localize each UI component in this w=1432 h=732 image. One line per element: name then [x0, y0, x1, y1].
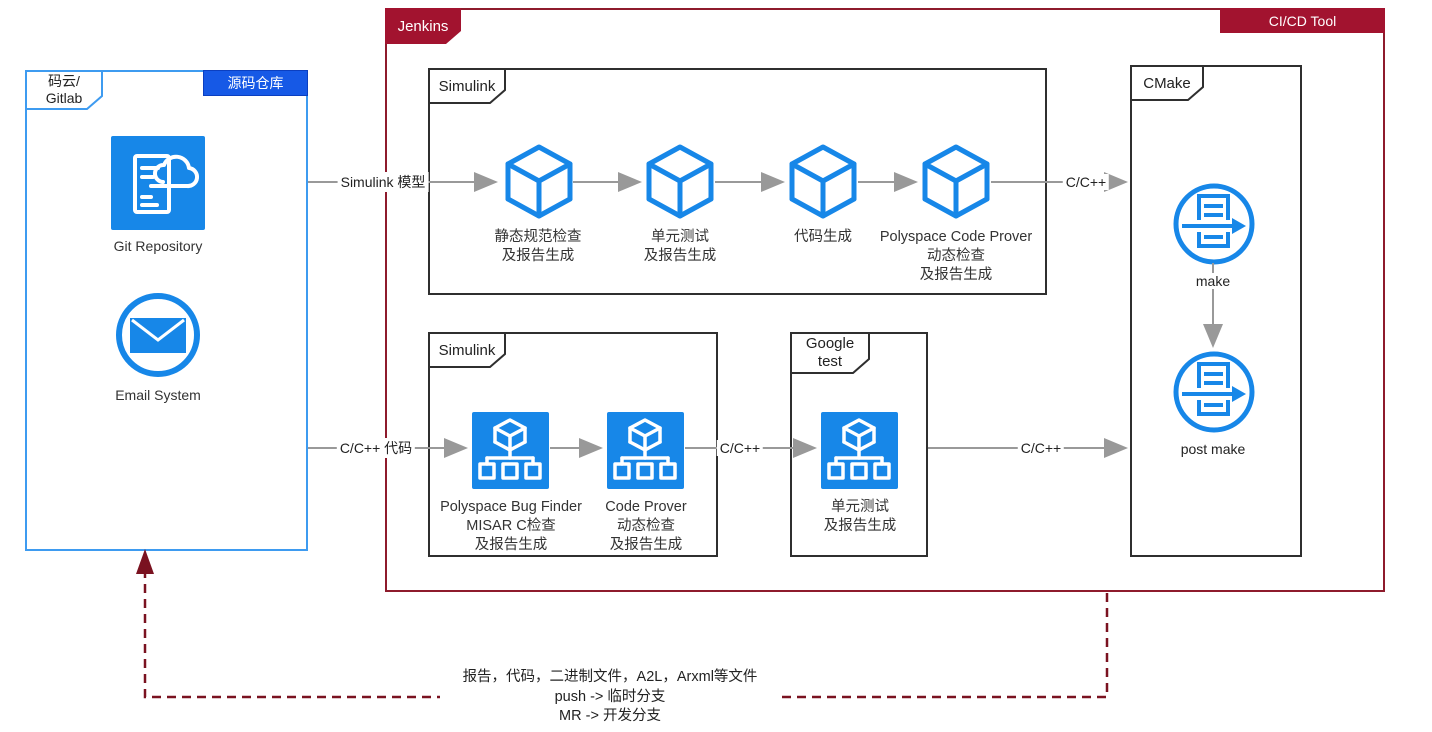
- feedback-arrowhead: [136, 549, 154, 574]
- deploy-tree-icon: [472, 412, 549, 489]
- step-label: 单元测试 及报告生成: [643, 229, 717, 264]
- git-repository-label: Git Repository: [113, 238, 203, 254]
- email-icon: [115, 292, 201, 378]
- arrow-label-cpp-mid: C/C++: [716, 440, 764, 456]
- jenkins-tab: Jenkins: [385, 8, 461, 44]
- deploy-tree-icon: [821, 412, 898, 489]
- simulink-bottom-tab-label: Simulink: [438, 341, 496, 359]
- simulink-bottom-tab: Simulink: [428, 332, 506, 368]
- email-system-label: Email System: [115, 387, 201, 403]
- git-repository-icon: [111, 136, 205, 230]
- make-process-icon: [1172, 182, 1256, 271]
- cube-icon: [788, 143, 858, 226]
- cmake-tab-label: CMake: [1143, 74, 1191, 92]
- cube-icon: [504, 143, 574, 226]
- cube-icon: [645, 143, 715, 226]
- source-repo-tag: 源码仓库: [203, 70, 308, 96]
- google-test-tab: Google test: [790, 332, 870, 374]
- cmake-tab: CMake: [1130, 65, 1204, 101]
- arrow-label-cpp-code: C/C++ 代码: [336, 438, 416, 458]
- make-label: make: [1192, 273, 1234, 289]
- cmake-box: [1130, 65, 1302, 557]
- feedback-annotation: 报告，代码，二进制文件，A2L，Arxml等文件 push -> 临时分支 MR…: [440, 668, 780, 727]
- step-label: 代码生成: [794, 229, 852, 245]
- source-repo-tab-label: 码云/ Gitlab: [45, 73, 83, 106]
- post-make-label: post make: [1177, 441, 1249, 457]
- cube-icon: [921, 143, 991, 226]
- simulink-top-tab-label: Simulink: [438, 77, 496, 95]
- google-test-tab-label: Google test: [805, 335, 855, 370]
- step-label: 静态规范检查 及报告生成: [494, 229, 582, 264]
- deploy-tree-icon: [607, 412, 684, 489]
- cicd-tool-tag: CI/CD Tool: [1220, 8, 1385, 33]
- step-label: 单元测试 及报告生成: [823, 499, 897, 534]
- jenkins-tab-label: Jenkins: [397, 17, 449, 35]
- step-label: Polyspace Code Prover 动态检查 及报告生成: [879, 229, 1033, 283]
- step-label: Polyspace Bug Finder MISAR C检查 及报告生成: [440, 499, 582, 553]
- simulink-top-tab: Simulink: [428, 68, 506, 104]
- make-process-icon: [1172, 350, 1256, 439]
- source-repo-tab: 码云/ Gitlab: [25, 70, 103, 110]
- step-label: Code Prover 动态检查 及报告生成: [605, 499, 687, 553]
- arrow-label-cpp-right: C/C++: [1017, 440, 1065, 456]
- arrow-label-simulink-model: Simulink 模型: [337, 172, 429, 192]
- arrow-label-cpp-top: C/C++: [1062, 174, 1110, 190]
